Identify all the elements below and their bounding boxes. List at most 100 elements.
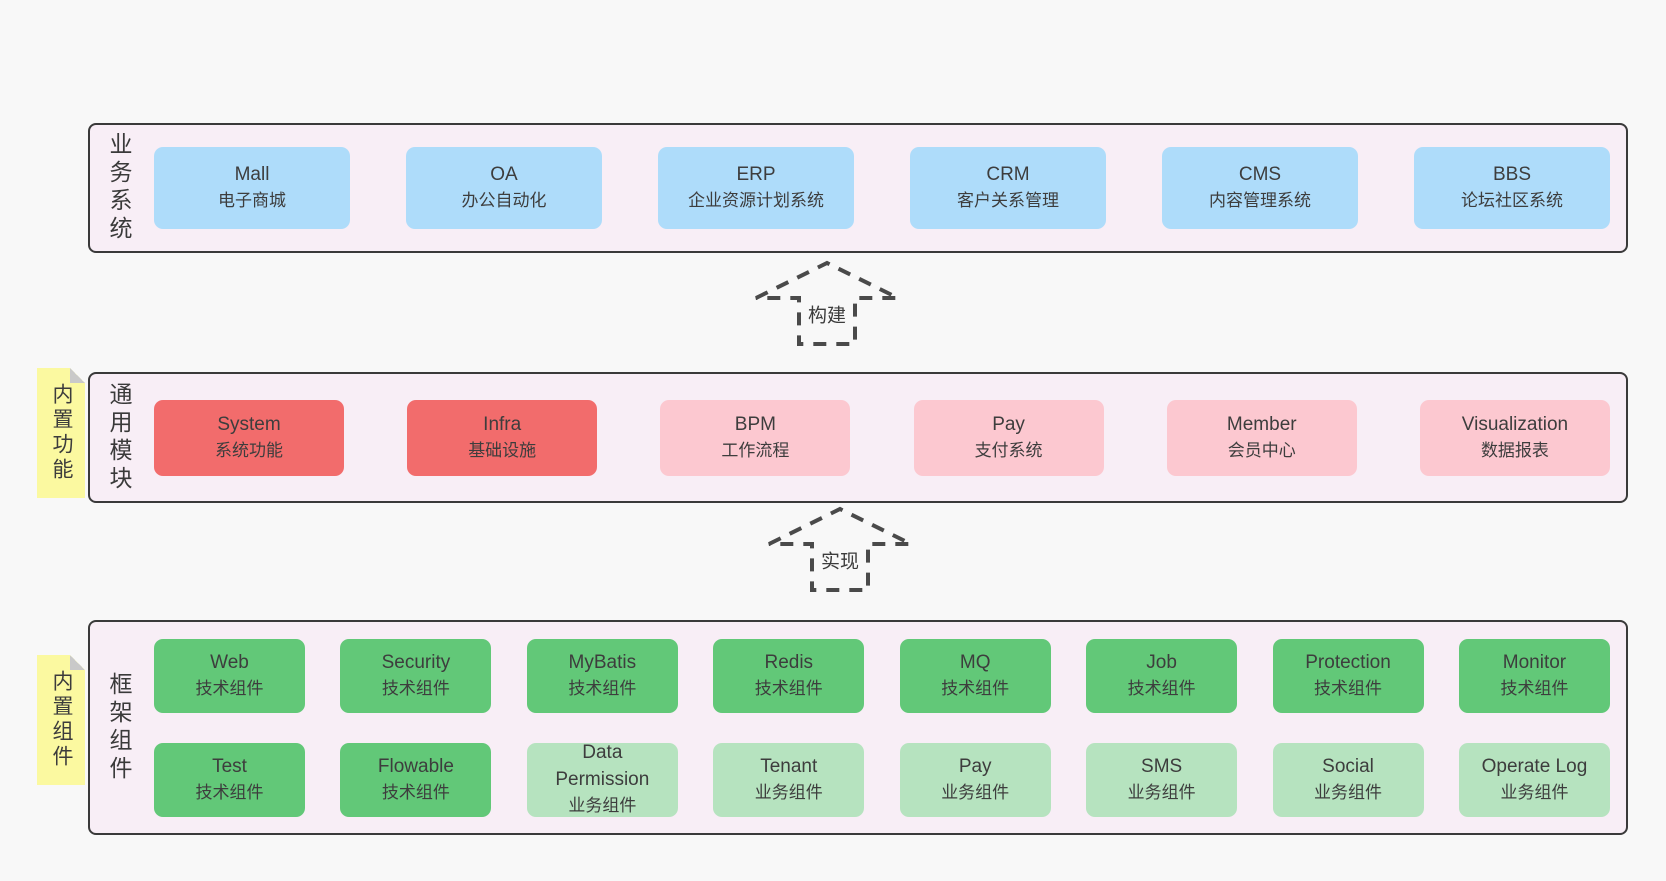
folded-corner-icon <box>70 655 85 670</box>
sticky-built-in-components-label: 内置组件 <box>50 670 73 770</box>
box-en-label: Mall <box>234 164 270 186</box>
box-job: Job 技术组件 <box>1086 638 1238 713</box>
box-en-label: MQ <box>959 651 991 673</box>
box-en-label: CMS <box>1238 164 1282 186</box>
box-zh-label: 业务组件 <box>754 782 823 802</box>
box-zh-label: 业务组件 <box>568 796 637 816</box>
box-zh-label: 技术组件 <box>381 678 450 698</box>
box-zh-label: 支付系统 <box>974 440 1043 460</box>
box-protection: Protection 技术组件 <box>1272 638 1424 713</box>
box-data-permission: Data Permission 业务组件 <box>526 742 678 817</box>
box-zh-label: 技术组件 <box>1314 678 1383 698</box>
box-en-label: CRM <box>986 164 1030 186</box>
box-en-label: Social <box>1322 755 1374 777</box>
box-monitor: Monitor 技术组件 <box>1458 638 1610 713</box>
box-zh-label: 论坛社区系统 <box>1461 191 1563 211</box>
box-zh-label: 业务组件 <box>1127 782 1196 802</box>
box-zh-label: 技术组件 <box>568 678 637 698</box>
box-test: Test 技术组件 <box>154 742 305 817</box>
box-zh-label: 会员中心 <box>1227 440 1296 460</box>
box-en-label: Test <box>212 755 247 777</box>
box-zh-label: 技术组件 <box>1127 678 1196 698</box>
box-en-label: OA <box>490 164 518 186</box>
box-visualization: Visualization 数据报表 <box>1419 399 1610 476</box>
implement-arrow: 实现 <box>765 504 915 594</box>
box-pay: Pay 支付系统 <box>913 399 1104 476</box>
box-flowable: Flowable 技术组件 <box>340 742 492 817</box>
build-arrow: 构建 <box>752 258 902 348</box>
box-redis: Redis 技术组件 <box>713 638 865 713</box>
box-sms: SMS 业务组件 <box>1086 742 1238 817</box>
box-zh-label: 工作流程 <box>721 440 790 460</box>
folded-corner-icon <box>70 368 85 383</box>
sticky-built-in-features-label: 内置功能 <box>50 383 73 483</box>
box-zh-label: 基础设施 <box>468 440 537 460</box>
box-en-label: Visualization <box>1461 413 1569 435</box>
box-zh-label: 技术组件 <box>941 678 1010 698</box>
box-web: Web 技术组件 <box>154 638 305 713</box>
box-en-label: Operate Log <box>1481 755 1588 777</box>
box-cms: CMS 内容管理系统 <box>1162 147 1358 229</box>
box-mq: MQ 技术组件 <box>899 638 1051 713</box>
box-en-label: ERP <box>736 164 776 186</box>
dashed-up-arrow-icon <box>768 506 912 592</box>
box-zh-label: 业务组件 <box>941 782 1010 802</box>
band-label-framework-components: 框架组件 <box>106 671 132 784</box>
box-operate-log: Operate Log 业务组件 <box>1458 742 1610 817</box>
box-mall: Mall 电子商城 <box>154 147 350 229</box>
box-en-label: Redis <box>764 651 814 673</box>
box-en-label: MyBatis <box>568 651 637 673</box>
box-zh-label: 内容管理系统 <box>1209 191 1311 211</box>
box-en-label: Job <box>1146 651 1177 673</box>
box-security: Security 技术组件 <box>340 638 492 713</box>
box-zh-label: 技术组件 <box>754 678 823 698</box>
box-en-label: Tenant <box>760 755 818 777</box>
sticky-built-in-components: 内置组件 <box>37 655 85 785</box>
box-zh-label: 业务组件 <box>1500 782 1569 802</box>
box-bpm: BPM 工作流程 <box>660 399 851 476</box>
box-en-label: Pay <box>958 755 992 777</box>
box-en-label: Data Permission <box>555 742 650 791</box>
box-en-label: Pay <box>992 413 1025 435</box>
implement-arrow-label: 实现 <box>813 543 867 577</box>
box-zh-label: 技术组件 <box>195 782 264 802</box>
box-crm: CRM 客户关系管理 <box>910 147 1106 229</box>
build-arrow-label: 构建 <box>800 297 854 331</box>
box-zh-label: 技术组件 <box>381 782 450 802</box>
box-en-label: Security <box>381 651 451 673</box>
box-en-label: BPM <box>734 413 776 435</box>
box-en-label: Web <box>210 651 249 673</box>
band-label-business-systems: 业务系统 <box>106 132 132 244</box>
box-zh-label: 技术组件 <box>1500 678 1569 698</box>
box-zh-label: 技术组件 <box>195 678 264 698</box>
box-zh-label: 系统功能 <box>215 440 283 460</box>
dashed-up-arrow-icon <box>755 260 899 346</box>
box-en-label: Flowable <box>377 755 454 777</box>
box-en-label: Protection <box>1305 651 1391 673</box>
box-en-label: Infra <box>483 413 522 435</box>
box-tenant: Tenant 业务组件 <box>713 742 865 817</box>
box-en-label: SMS <box>1141 755 1183 777</box>
box-zh-label: 数据报表 <box>1480 440 1549 460</box>
box-zh-label: 客户关系管理 <box>957 191 1059 211</box>
box-zh-label: 电子商城 <box>218 191 286 211</box>
box-infra: Infra 基础设施 <box>407 399 598 476</box>
box-zh-label: 业务组件 <box>1314 782 1383 802</box>
sticky-built-in-features: 内置功能 <box>37 368 85 498</box>
box-en-label: Monitor <box>1502 651 1567 673</box>
box-social: Social 业务组件 <box>1272 742 1424 817</box>
